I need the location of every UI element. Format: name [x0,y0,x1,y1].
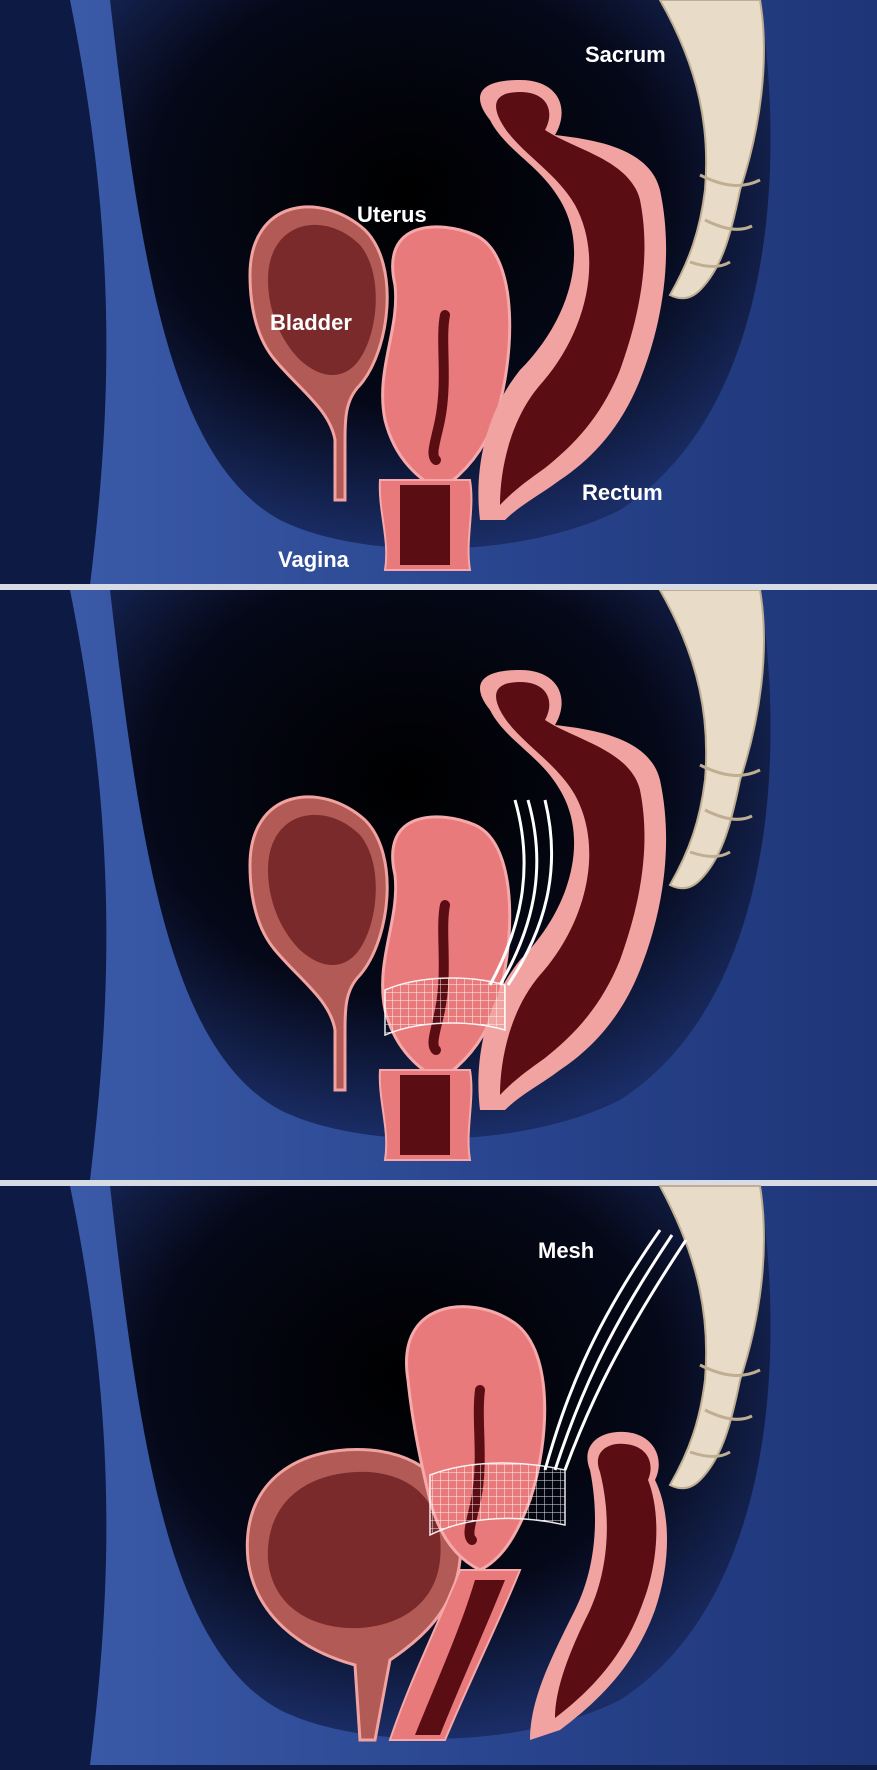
label-rectum: Rectum [582,480,663,505]
label-bladder: Bladder [270,310,352,335]
label-mesh: Mesh [538,1238,594,1263]
panel-normal-anatomy: Sacrum Uterus Bladder Rectum Vagina [0,0,877,585]
vagina [380,1070,472,1160]
panel-mesh-suspension: Mesh [0,1186,877,1765]
label-sacrum: Sacrum [585,42,666,67]
panel-divider-1 [0,584,877,590]
vagina [380,480,472,570]
label-vagina: Vagina [278,547,350,572]
panel-mesh-placement [0,590,877,1180]
label-uterus: Uterus [357,202,427,227]
